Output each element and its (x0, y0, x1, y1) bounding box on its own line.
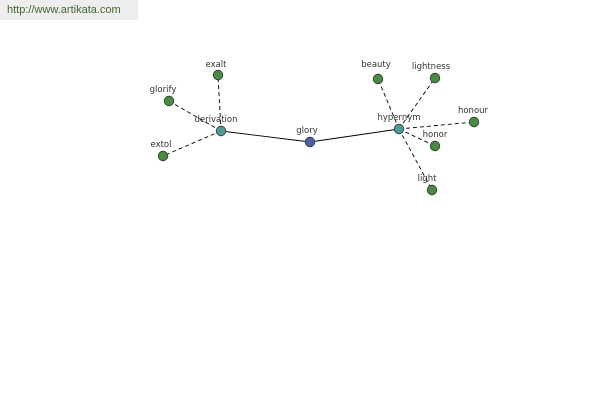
node-lightness[interactable] (429, 72, 441, 84)
edge-hypernym-lightness (398, 77, 436, 130)
edge-derivation-extol (162, 130, 222, 157)
node-beauty[interactable] (372, 73, 384, 85)
node-label-derivation: derivation (194, 115, 237, 125)
node-label-extol: extol (150, 140, 171, 150)
node-label-lightness: lightness (412, 62, 451, 72)
node-label-beauty: beauty (361, 60, 391, 70)
site-url-banner: http://www.artikata.com (0, 0, 138, 20)
node-exalt[interactable] (212, 69, 224, 81)
edge-glory-hypernym (309, 128, 400, 143)
node-label-honor: honor (423, 130, 448, 140)
node-hypernym[interactable] (393, 123, 405, 135)
node-label-light: light (418, 174, 438, 184)
node-honour[interactable] (468, 116, 480, 128)
node-label-honour: honour (458, 106, 489, 116)
node-label-glory: glory (296, 126, 317, 136)
node-label-hypernym: hypernym (377, 113, 420, 123)
edge-derivation-glorify (168, 100, 222, 132)
node-light[interactable] (426, 184, 438, 196)
node-extol[interactable] (157, 150, 169, 162)
edge-glory-derivation (220, 130, 311, 143)
node-honor[interactable] (429, 140, 441, 152)
nodes-layer (157, 69, 480, 196)
node-label-exalt: exalt (205, 60, 227, 70)
edge-hypernym-honour (398, 121, 475, 130)
site-url[interactable]: http://www.artikata.com (7, 4, 121, 16)
node-derivation[interactable] (215, 125, 227, 137)
node-glorify[interactable] (163, 95, 175, 107)
node-glory[interactable] (304, 136, 316, 148)
edges-layer (162, 74, 475, 191)
node-label-glorify: glorify (150, 85, 177, 95)
edge-derivation-exalt (217, 74, 222, 132)
edge-hypernym-beauty (377, 78, 400, 130)
edge-hypernym-light (398, 128, 433, 191)
labels-layer: glory derivation hypernym exalt glorify extol… (150, 60, 489, 184)
